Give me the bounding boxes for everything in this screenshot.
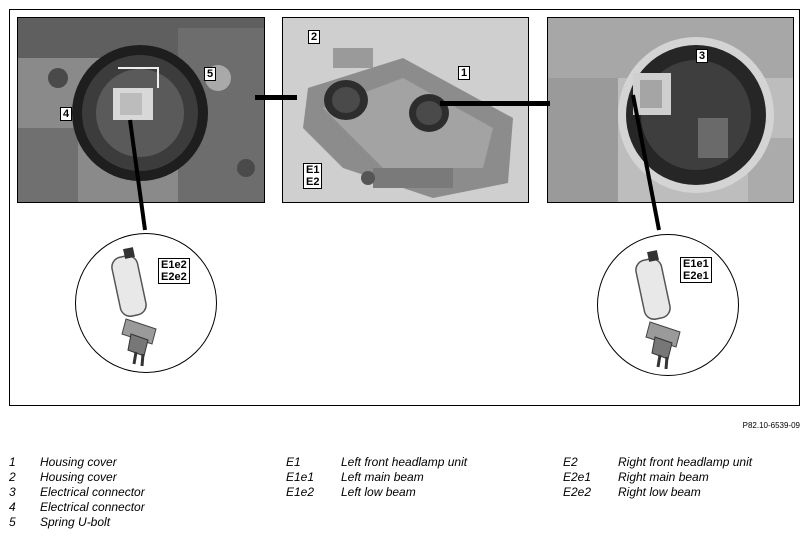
legend-key: 3 <box>9 485 16 499</box>
legend-text: Spring U-bolt <box>40 515 111 529</box>
callout-4: 4 <box>60 107 73 121</box>
legend-item: 3 Electrical connector <box>9 485 145 500</box>
callout-e1: E1 <box>306 164 320 176</box>
legend-text: Left main beam <box>341 470 424 484</box>
callout-left-bulb: E1e2 E2e2 <box>158 258 190 284</box>
legend-key: 1 <box>9 455 16 469</box>
legend-item: E2 Right front headlamp unit <box>563 455 752 470</box>
bulb-icon-left <box>111 247 157 367</box>
leader-lines <box>128 94 661 231</box>
photo-middle-headlamp-unit: 2 1 E1 E2 <box>282 17 529 203</box>
callout-3: 3 <box>696 49 709 63</box>
legend-item: E2e1 Right main beam <box>563 470 752 485</box>
legend-key: E1 <box>286 455 301 469</box>
figure-reference: P82.10-6539-09 <box>742 421 800 430</box>
callout-e2e1: E2e1 <box>683 270 709 282</box>
legend-item: E2e2 Right low beam <box>563 485 752 500</box>
legend-key: 2 <box>9 470 16 484</box>
bulb-icon-right <box>635 250 681 370</box>
photo-middle-illustration <box>283 18 528 202</box>
photo-right-headlamp-rear: 3 <box>547 17 794 203</box>
legend-key: E2 <box>563 455 578 469</box>
photo-left-headlamp-rear: 5 4 <box>17 17 265 203</box>
bulb-circle-left: E1e2 E2e2 <box>75 233 217 373</box>
legend-item: E1e2 Left low beam <box>286 485 467 500</box>
callout-e2e2: E2e2 <box>161 271 187 283</box>
legend-text: Left front headlamp unit <box>341 455 468 469</box>
legend-text: Left low beam <box>341 485 416 499</box>
legend-key: 4 <box>9 500 16 514</box>
legend-key: E1e2 <box>286 485 315 499</box>
legend-item: 1 Housing cover <box>9 455 145 470</box>
legend-text: Electrical connector <box>40 485 145 499</box>
leader-left-bulb <box>128 119 147 231</box>
leader-right-bulb <box>631 94 661 231</box>
legend-text: Housing cover <box>40 470 117 484</box>
legend-item: E1e1 Left main beam <box>286 470 467 485</box>
callout-1: 1 <box>458 66 471 80</box>
legend-key: E1e1 <box>286 470 315 484</box>
legend-item: 4 Electrical connector <box>9 500 145 515</box>
legend-text: Right low beam <box>618 485 701 499</box>
legend-text: Right main beam <box>618 470 709 484</box>
legend-key: E2e2 <box>563 485 592 499</box>
callout-5: 5 <box>204 67 217 81</box>
callout-e2: E2 <box>306 176 320 188</box>
legend-item: 5 Spring U-bolt <box>9 515 145 530</box>
legend-key: 5 <box>9 515 16 529</box>
photo-left-illustration <box>18 18 264 202</box>
connector-left-middle <box>255 95 297 100</box>
callout-right-bulb: E1e1 E2e1 <box>680 257 712 283</box>
callout-e1-e2: E1 E2 <box>303 163 323 189</box>
legend-item: E1 Left front headlamp unit <box>286 455 467 470</box>
legend-item: 2 Housing cover <box>9 470 145 485</box>
bulb-circle-right: E1e1 E2e1 <box>597 234 739 376</box>
connector-middle-right <box>440 101 550 106</box>
legend-text: Right front headlamp unit <box>618 455 753 469</box>
callout-e1e2: E1e2 <box>161 259 187 271</box>
legend-text: Housing cover <box>40 455 117 469</box>
legend-key: E2e1 <box>563 470 592 484</box>
photo-right-illustration <box>548 18 793 202</box>
legend-text: Electrical connector <box>40 500 145 514</box>
callout-e1e1: E1e1 <box>683 258 709 270</box>
callout-2: 2 <box>308 30 321 44</box>
